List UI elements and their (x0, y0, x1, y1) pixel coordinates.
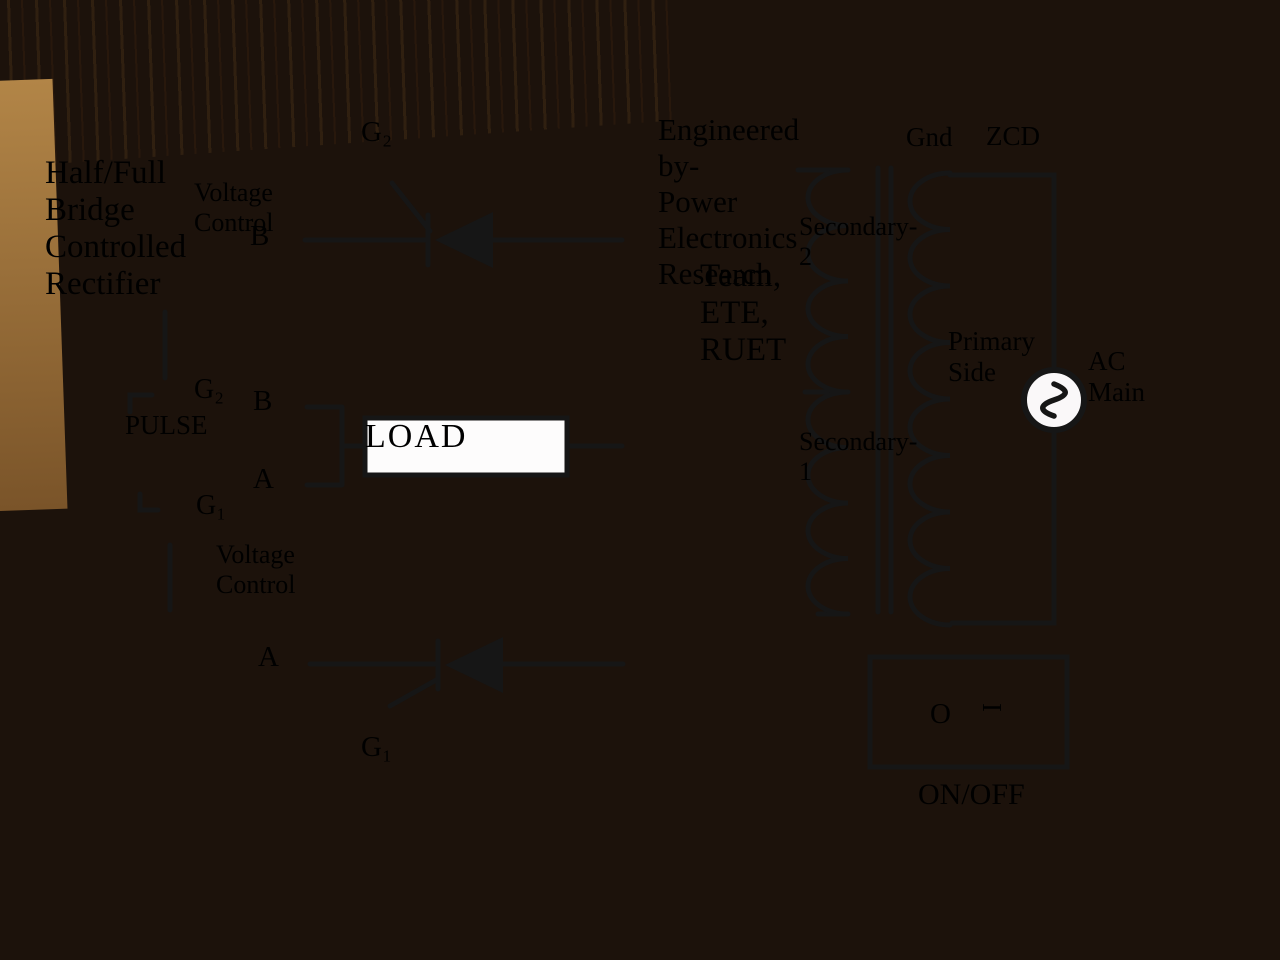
scr1-gate-label: G₁ (361, 731, 393, 763)
g1-pulse-jack-label: G₁ (196, 490, 226, 521)
ac-main-label: AC Main (1088, 346, 1145, 407)
load-box: LOAD (365, 418, 567, 475)
primary-coil-icon (907, 170, 953, 628)
load-b-label: B (253, 385, 273, 417)
scr1-cathode-label: A (258, 641, 279, 673)
scr2-gate-label: G₂ (361, 116, 393, 148)
scr1-thyristor-icon (445, 637, 503, 693)
transformer-core-icon (875, 165, 894, 615)
load-a-label: A (253, 463, 274, 495)
scr2-wires (302, 180, 625, 268)
switch-printed-outline (867, 654, 1070, 770)
voltage-control-knob-g1[interactable] (133, 606, 211, 684)
primary-loop-wires (947, 172, 1057, 626)
switch-on-symbol: I (977, 703, 1007, 712)
load-label: LOAD (365, 418, 468, 455)
voltage-control-label-g1: Voltage Control (216, 540, 296, 599)
title-box: Half/Full Bridge Controlled Rectifier (45, 155, 186, 767)
zcd-label: ZCD (986, 121, 1040, 151)
pulse-brackets (127, 392, 161, 513)
switch-off-symbol: O (930, 698, 951, 730)
primary-side-label: Primary Side (948, 326, 1035, 387)
page-title: Half/Full Bridge Controlled Rectifier (45, 155, 187, 302)
pulse-label: PULSE (125, 410, 208, 440)
printed-circuit-artwork (127, 165, 1087, 770)
on-off-label: ON/OFF (918, 778, 1025, 811)
load-box-outline (362, 415, 570, 478)
g2-pulse-jack-label: G₂ (194, 374, 224, 405)
scr1-wires (307, 638, 626, 709)
credit-line-2: Team, ETE, RUET (700, 258, 787, 368)
credit-line-1: Engineered by-Power Electronics Research (658, 112, 800, 291)
gnd-label: Gnd (906, 122, 953, 152)
secondary1-label: Secondary-1 (799, 427, 918, 486)
secondary-coil-icon (805, 167, 851, 617)
voltage-control-label-g2: Voltage Control (194, 178, 274, 237)
voltage-control-knob-g2[interactable] (127, 237, 203, 313)
scr2-cathode-label: B (250, 220, 270, 252)
scr2-thyristor-icon (435, 212, 493, 268)
ac-sine-glyph (1040, 381, 1068, 419)
secondary2-label: Secondary-2 (799, 212, 918, 271)
load-wires (304, 404, 625, 488)
